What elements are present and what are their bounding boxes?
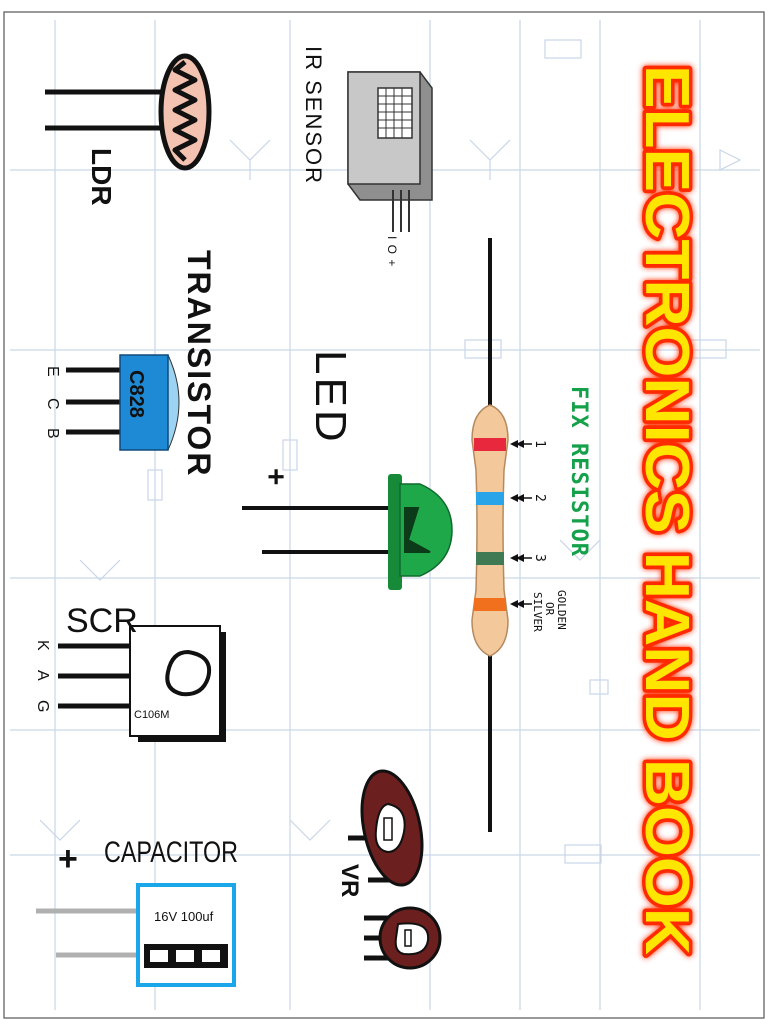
vr-component: VR <box>336 769 442 970</box>
band-label-or: OR <box>543 602 556 616</box>
ldr-zigzag-icon <box>172 60 198 162</box>
ldr-component: LDR <box>45 53 212 206</box>
transistor-flat-face <box>167 354 180 451</box>
transistor-pin-e: E <box>44 366 61 377</box>
resistor-body <box>471 404 509 657</box>
transistor-pin-c: C <box>44 398 61 410</box>
band-label-silver: SILVER <box>531 592 544 632</box>
led-rim <box>388 474 402 590</box>
vr-label: VR <box>336 864 363 897</box>
band-label-2: 2 <box>532 494 547 502</box>
scr-part-number: C106M <box>134 709 169 721</box>
fix-resistor-component: 1 2 3 GOLDEN OR SILVER FIX RESISTOR <box>471 238 591 832</box>
resistor-band-2 <box>476 492 504 505</box>
ir-sensor-component: I O + IR SENSOR <box>301 46 433 267</box>
transistor-component: C828 E C B TRANSISTOR <box>44 250 217 477</box>
band-arrow-icons <box>510 440 532 608</box>
capacitor-value: 16V 100uf <box>154 909 214 924</box>
transistor-body <box>119 354 169 451</box>
resistor-band-4 <box>474 598 506 611</box>
led-component: LED + <box>242 350 453 590</box>
led-internal-icon <box>404 507 431 553</box>
capacitor-plus-sign: + <box>58 840 78 878</box>
capacitor-label: CAPACITOR <box>104 836 238 869</box>
capacitor-body <box>136 883 236 987</box>
ir-sensor-label: IR SENSOR <box>301 46 326 185</box>
transistor-label: TRANSISTOR <box>181 250 217 477</box>
vr2-slot-icon <box>404 929 412 947</box>
capacitor-component: 16V 100uf CAPACITOR + <box>36 836 238 987</box>
title-text: ELECTRONICS HAND BOOK <box>632 65 701 955</box>
led-plus-sign: + <box>259 468 292 486</box>
scr-pin-g: G <box>34 700 51 712</box>
band-label-golden: GOLDEN <box>555 590 568 630</box>
band-label-3: 3 <box>532 554 547 562</box>
ldr-label: LDR <box>86 148 117 206</box>
scr-pin-k: K <box>34 640 51 651</box>
ir-pin-labels: I O + <box>385 236 399 267</box>
transistor-pin-b: B <box>44 428 61 439</box>
vr2-knob-icon <box>394 922 430 956</box>
resistor-band-3 <box>476 552 504 565</box>
resistor-band-1 <box>474 438 506 451</box>
band-label-1: 1 <box>532 440 547 448</box>
title-outline: ELECTRONICS HAND BOOK <box>632 65 701 955</box>
scr-mount-hole-icon <box>165 649 211 697</box>
fix-resistor-label: FIX RESISTOR <box>566 386 591 557</box>
vr1-knob-icon <box>374 802 406 854</box>
scr-label: SCR <box>66 602 138 640</box>
cover-title: ELECTRONICS HAND BOOK ELECTRONICS HAND B… <box>629 62 705 959</box>
led-label: LED <box>306 350 355 445</box>
scr-component: C106M SCR K A G <box>34 602 226 742</box>
vr1-slot-icon <box>383 817 393 841</box>
scr-pin-a: A <box>34 670 51 681</box>
transistor-part-number: C828 <box>125 370 147 418</box>
